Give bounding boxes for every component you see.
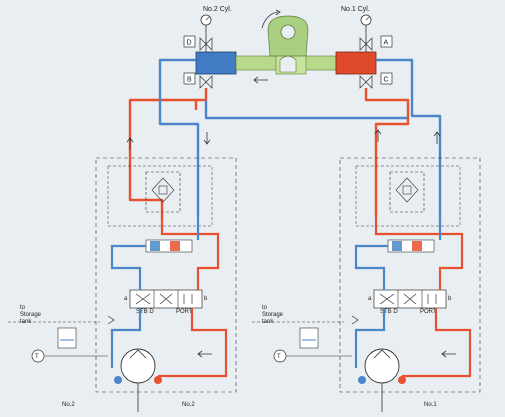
left-storage-line-2: Storage — [20, 312, 42, 318]
tiller-fork — [279, 55, 297, 73]
svg-text:B: B — [187, 77, 192, 84]
left-storage-line-3: tank — [20, 319, 32, 325]
gauge-no1 — [360, 14, 372, 52]
port-valves — [199, 37, 373, 89]
right-valve-a-label: a — [368, 296, 372, 302]
left-valve-b-label: b — [204, 296, 208, 302]
left-stbd-label: STB D — [136, 309, 154, 315]
right-port-label: PORT — [420, 309, 437, 315]
left-bridge-block — [145, 171, 181, 213]
left-motor-label: No.2 — [182, 402, 195, 408]
ram-assembly — [195, 9, 377, 84]
right-bridge-block — [389, 171, 425, 213]
rudder-stock — [280, 24, 296, 40]
gauge-no2 — [200, 14, 212, 52]
flow-arrows — [126, 129, 441, 150]
right-storage-line-3: tank — [262, 319, 274, 325]
svg-text:T: T — [35, 354, 39, 360]
right-power-unit: a b STB D PORT T to Storage tank No.1 — [252, 157, 481, 412]
port-box-c: C — [380, 72, 393, 85]
left-valve-a-label: a — [124, 296, 128, 302]
svg-text:D: D — [187, 40, 192, 47]
svg-text:T: T — [277, 354, 281, 360]
right-storage-line-1: to — [262, 305, 268, 311]
left-tank — [57, 327, 77, 349]
port-box-b: B — [183, 72, 196, 85]
rotation-arrow-icon — [261, 11, 279, 29]
port-box-a: A — [380, 35, 393, 48]
left-pump-label: No.2 — [62, 402, 75, 408]
cylinder-no1-label: No.1 Cyl. — [341, 6, 370, 13]
cylinder-no2-blue — [195, 51, 237, 75]
left-unit-dashed-frame — [95, 157, 237, 393]
right-storage-line-2: Storage — [262, 312, 284, 318]
port-box-d: D — [183, 35, 196, 48]
right-stbd-label: STB D — [380, 309, 398, 315]
left-port-label: PORT — [176, 309, 193, 315]
cylinder-no1-red — [335, 51, 377, 75]
right-tank — [299, 327, 319, 349]
right-valve-b-label: b — [448, 296, 452, 302]
svg-text:A: A — [384, 40, 389, 47]
main-piping — [128, 58, 442, 222]
svg-text:C: C — [384, 77, 389, 84]
left-storage-line-1: to — [20, 305, 26, 311]
right-pump — [364, 348, 400, 384]
right-unit-dashed-frame — [339, 157, 481, 393]
left-power-unit: a b STB D PORT T to Storage tank No.2 No… — [8, 157, 237, 412]
cylinder-no2-label: No.2 Cyl. — [203, 6, 232, 13]
right-pump-label: No.1 — [424, 402, 437, 408]
left-pump — [120, 348, 156, 384]
